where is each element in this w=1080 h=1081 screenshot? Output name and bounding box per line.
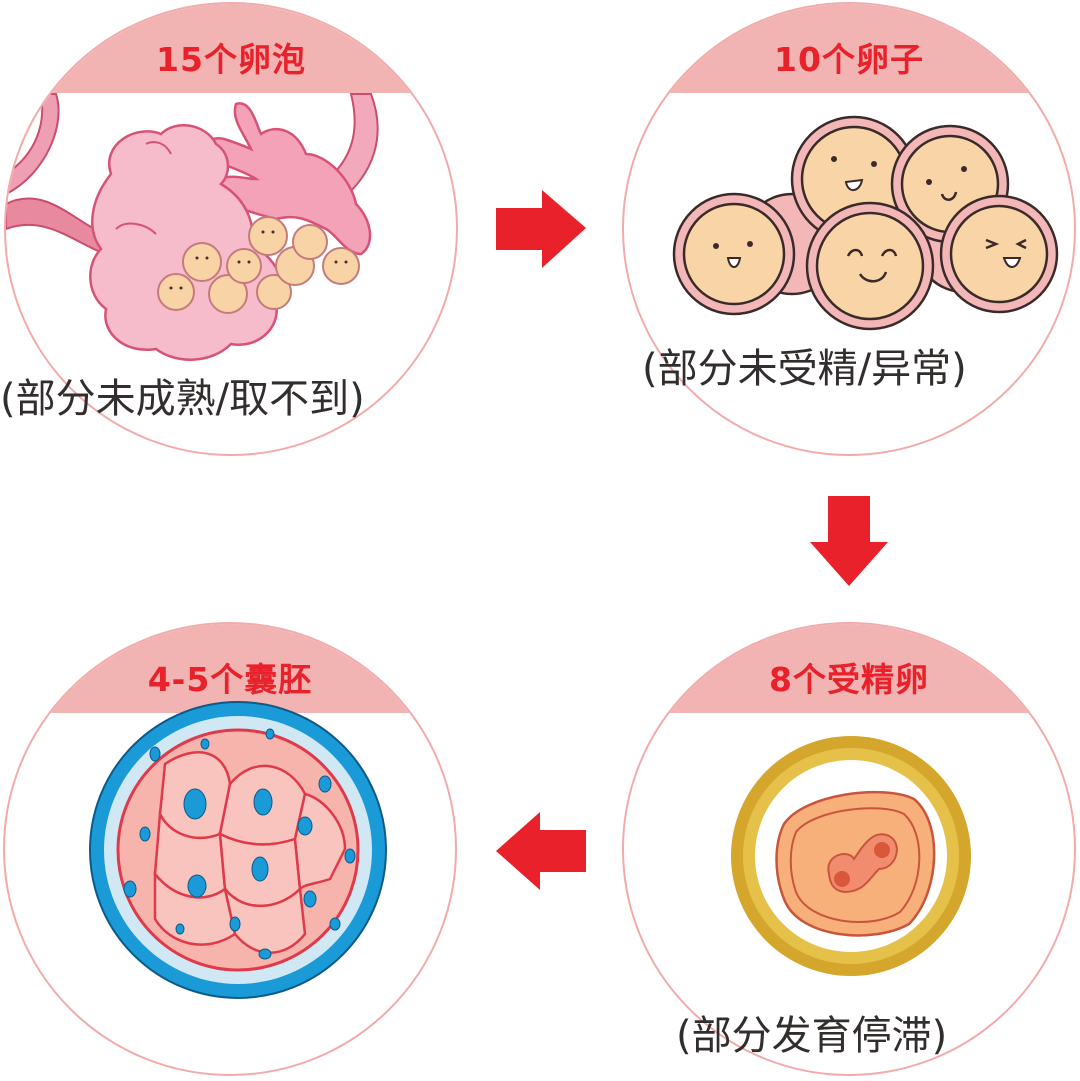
- stage-caption: (部分发育停滞): [676, 1013, 948, 1059]
- stage-title: 10个卵子: [774, 40, 924, 79]
- stage-caption: (部分未成熟/取不到): [0, 376, 365, 422]
- stage-blastocysts-circle: 4-5个囊胚: [3, 622, 457, 1076]
- stage-header-band: 4-5个囊胚: [5, 624, 455, 713]
- stage-header-band: 8个受精卵: [624, 624, 1074, 713]
- stage-follicles-circle: 15个卵泡: [4, 2, 458, 456]
- stage-header-band: 10个卵子: [624, 4, 1074, 93]
- blastocyst-icon: [89, 701, 387, 999]
- stage-header-band: 15个卵泡: [6, 4, 456, 93]
- arrow-right-icon: [496, 190, 586, 268]
- stage-title: 4-5个囊胚: [147, 660, 313, 699]
- stage-title: 8个受精卵: [769, 660, 929, 699]
- stage-eggs-circle: 10个卵子: [622, 2, 1076, 456]
- stage-caption: (部分未受精/异常): [642, 346, 967, 392]
- arrow-left-icon: [496, 812, 586, 890]
- stage-title: 15个卵泡: [156, 40, 306, 79]
- two-cell-zygote-icon: [731, 736, 971, 976]
- smiling-eggs-icon: [672, 115, 1059, 331]
- stage-fertilized-circle: 8个受精卵: [622, 622, 1076, 1076]
- ovary-with-follicles-icon: [6, 93, 379, 361]
- arrow-down-icon: [810, 496, 888, 586]
